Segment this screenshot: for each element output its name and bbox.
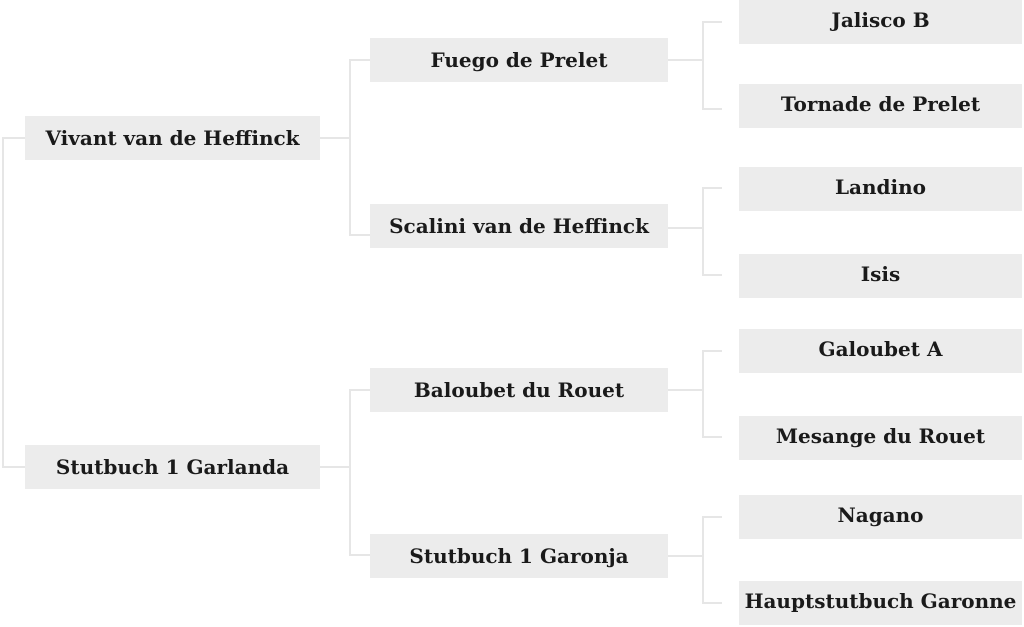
- great-grandparent-label: Nagano: [837, 503, 924, 527]
- connector-parent-0-bracket: [349, 59, 370, 236]
- connector-gp-1-bracket: [702, 187, 722, 276]
- great-grandparent-3: Landino: [739, 167, 1022, 211]
- connector-gp-3-bracket: [702, 516, 722, 604]
- grandparent-sire-dam: Scalini van de Heffinck: [370, 204, 668, 248]
- grandparent-label: Fuego de Prelet: [430, 48, 608, 72]
- great-grandparent-2: Tornade de Prelet: [739, 84, 1022, 128]
- great-grandparent-6: Mesange du Rouet: [739, 416, 1022, 460]
- grandparent-label: Baloubet du Rouet: [413, 378, 625, 402]
- parent-dam: Stutbuch 1 Garlanda: [25, 445, 320, 489]
- great-grandparent-label: Landino: [834, 175, 927, 199]
- grandparent-label: Scalini van de Heffinck: [389, 214, 649, 238]
- parent-sire: Vivant van de Heffinck: [25, 116, 320, 160]
- great-grandparent-label: Galoubet A: [818, 337, 943, 361]
- great-grandparent-label: Hauptstutbuch Garonne: [744, 589, 1017, 613]
- great-grandparent-4: Isis: [739, 254, 1022, 298]
- great-grandparent-1: Jalisco B: [739, 0, 1022, 44]
- great-grandparent-8: Hauptstutbuch Garonne: [739, 581, 1022, 625]
- connector-parent-1-bracket: [349, 389, 370, 556]
- grandparent-dam-sire: Baloubet du Rouet: [370, 368, 668, 412]
- great-grandparent-label: Mesange du Rouet: [775, 424, 986, 448]
- parent-sire-label: Vivant van de Heffinck: [45, 126, 300, 150]
- great-grandparent-7: Nagano: [739, 495, 1022, 539]
- great-grandparent-label: Jalisco B: [831, 8, 930, 32]
- great-grandparent-label: Isis: [860, 262, 901, 286]
- grandparent-sire-sire: Fuego de Prelet: [370, 38, 668, 82]
- great-grandparent-label: Tornade de Prelet: [780, 92, 981, 116]
- parent-dam-label: Stutbuch 1 Garlanda: [55, 455, 290, 479]
- great-grandparent-5: Galoubet A: [739, 329, 1022, 373]
- grandparent-dam-dam: Stutbuch 1 Garonja: [370, 534, 668, 578]
- connector-gp-2-bracket: [702, 350, 722, 438]
- connector-root: [2, 137, 25, 468]
- connector-gp-0-bracket: [702, 21, 722, 110]
- grandparent-label: Stutbuch 1 Garonja: [409, 544, 629, 568]
